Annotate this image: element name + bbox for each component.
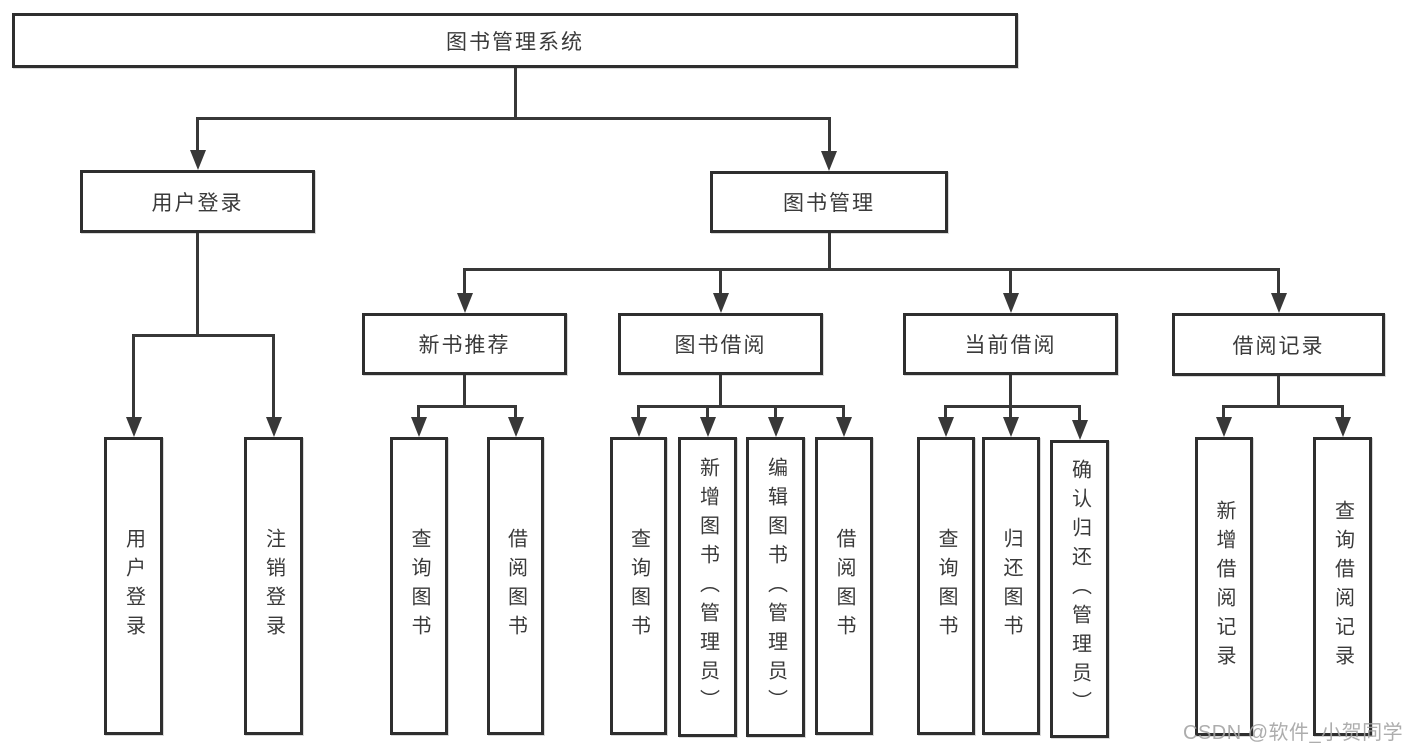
connector-book-borrow-bus	[637, 405, 845, 408]
node-label: 确认归还（管理员）	[1068, 458, 1091, 720]
connector-borrow-records-bus	[1222, 405, 1344, 408]
node-leaf-confirm-return-admin: 确认归还（管理员）	[1050, 440, 1109, 738]
node-borrow-records: 借阅记录	[1172, 313, 1385, 376]
connector-user-login-bus	[132, 334, 275, 337]
connector-book-management-stem	[828, 233, 831, 271]
arrow-down-icon	[508, 417, 524, 437]
node-label: 注销登录	[262, 528, 285, 644]
arrow-down-icon	[1003, 293, 1019, 313]
node-label: 查询借阅记录	[1331, 499, 1354, 674]
node-leaf-logout: 注销登录	[244, 437, 303, 735]
connector-drop	[1078, 405, 1081, 425]
node-label: 编辑图书（管理员）	[764, 456, 787, 718]
node-leaf-borrow-books: 借阅图书	[815, 437, 873, 735]
arrow-down-icon	[1335, 417, 1351, 437]
connector-root-stem	[514, 68, 517, 119]
arrow-down-icon	[1271, 293, 1287, 313]
node-current-borrow: 当前借阅	[903, 313, 1118, 375]
node-leaf-edit-books-admin: 编辑图书（管理员）	[746, 437, 805, 737]
node-label: 归还图书	[1000, 528, 1022, 644]
node-label: 图书管理系统	[446, 30, 584, 54]
node-label: 图书借阅	[674, 334, 767, 357]
node-label: 借阅图书	[504, 528, 527, 644]
connector-drop	[774, 405, 777, 423]
connector-book-management-bus	[463, 268, 1280, 271]
node-label: 用户登录	[151, 191, 244, 215]
csdn-watermark: CSDN @软件_小贺同学	[1183, 722, 1404, 744]
node-leaf-query-books-current: 查询图书	[917, 437, 975, 735]
node-label: 新增借阅记录	[1213, 499, 1235, 674]
node-leaf-borrow-books-recommend: 借阅图书	[487, 437, 544, 735]
node-label: 新增图书（管理员）	[696, 456, 719, 718]
arrow-down-icon	[836, 417, 852, 437]
node-leaf-query-borrow-record: 查询借阅记录	[1313, 437, 1372, 736]
connector-user-login-stem	[196, 233, 199, 336]
node-label: 借阅记录	[1232, 334, 1325, 358]
node-leaf-query-books-borrow: 查询图书	[610, 437, 667, 735]
node-leaf-return-books: 归还图书	[982, 437, 1040, 735]
node-label: 借阅图书	[833, 528, 855, 644]
connector-drop	[514, 405, 517, 423]
node-library-management-system: 图书管理系统	[12, 13, 1018, 68]
node-label: 查询图书	[408, 528, 430, 644]
connector-drop	[706, 405, 709, 423]
node-label: 查询图书	[627, 528, 650, 644]
arrow-down-icon	[1072, 420, 1088, 440]
connector-drop-book-management	[828, 117, 831, 156]
node-leaf-add-books-admin: 新增图书（管理员）	[678, 437, 737, 737]
connector-drop	[944, 405, 947, 423]
arrow-down-icon	[821, 151, 837, 171]
arrow-down-icon	[190, 150, 206, 170]
connector-drop	[417, 405, 420, 423]
connector-current-borrow-bus	[944, 405, 1081, 408]
node-book-management: 图书管理	[710, 171, 948, 233]
connector-new-book-recommend-stem	[463, 375, 466, 408]
arrow-down-icon	[457, 293, 473, 313]
arrow-down-icon	[700, 417, 716, 437]
connector-new-book-recommend-bus	[417, 405, 517, 408]
arrow-down-icon	[938, 417, 954, 437]
connector-drop	[842, 405, 845, 423]
arrow-down-icon	[1216, 417, 1232, 437]
arrow-down-icon	[713, 293, 729, 313]
node-label: 当前借阅	[964, 334, 1057, 357]
node-user-login: 用户登录	[80, 170, 315, 233]
connector-drop-book-borrow	[719, 268, 722, 298]
connector-book-borrow-stem	[719, 375, 722, 408]
node-label: 新书推荐	[418, 334, 511, 357]
connector-drop-user-login	[196, 117, 199, 155]
node-label: 用户登录	[122, 528, 145, 644]
connector-drop	[1222, 405, 1225, 423]
arrow-down-icon	[266, 417, 282, 437]
connector-drop-leaf-user-login	[132, 334, 135, 422]
node-book-borrow: 图书借阅	[618, 313, 823, 375]
node-label: 图书管理	[783, 192, 875, 215]
node-leaf-query-books-recommend: 查询图书	[390, 437, 448, 735]
connector-drop	[1341, 405, 1344, 423]
connector-drop-borrow-records	[1277, 268, 1280, 298]
arrow-down-icon	[411, 417, 427, 437]
connector-drop-new-book-recommend	[463, 268, 466, 298]
connector-current-borrow-stem	[1009, 375, 1012, 408]
node-label: 查询图书	[935, 528, 957, 644]
connector-drop	[637, 405, 640, 423]
node-new-book-recommend: 新书推荐	[362, 313, 567, 375]
arrow-down-icon	[768, 417, 784, 437]
arrow-down-icon	[1003, 417, 1019, 437]
connector-drop	[1009, 405, 1012, 423]
connector-borrow-records-stem	[1277, 376, 1280, 408]
node-leaf-add-borrow-record: 新增借阅记录	[1195, 437, 1253, 736]
node-leaf-user-login: 用户登录	[104, 437, 163, 735]
connector-root-bus	[196, 117, 831, 120]
arrow-down-icon	[126, 417, 142, 437]
connector-drop-leaf-logout	[272, 334, 275, 422]
arrow-down-icon	[631, 417, 647, 437]
connector-drop-current-borrow	[1009, 268, 1012, 298]
